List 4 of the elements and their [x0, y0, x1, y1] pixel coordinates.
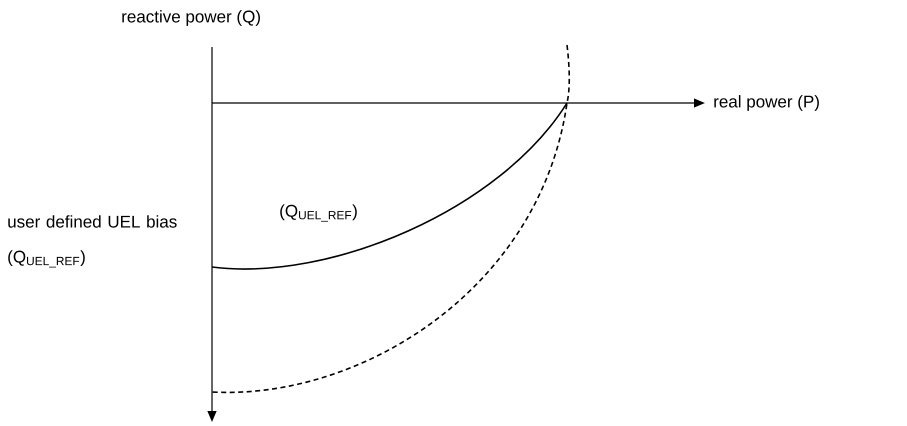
axis-label: reactive power (Q): [122, 10, 260, 26]
bias-label: user defined UEL bias (Q$_{UEL_REF}$): [8, 215, 177, 268]
axis-label: real power (P): [714, 95, 819, 111]
curve-label: (Q$_{UEL_REF}$): [280, 204, 357, 222]
